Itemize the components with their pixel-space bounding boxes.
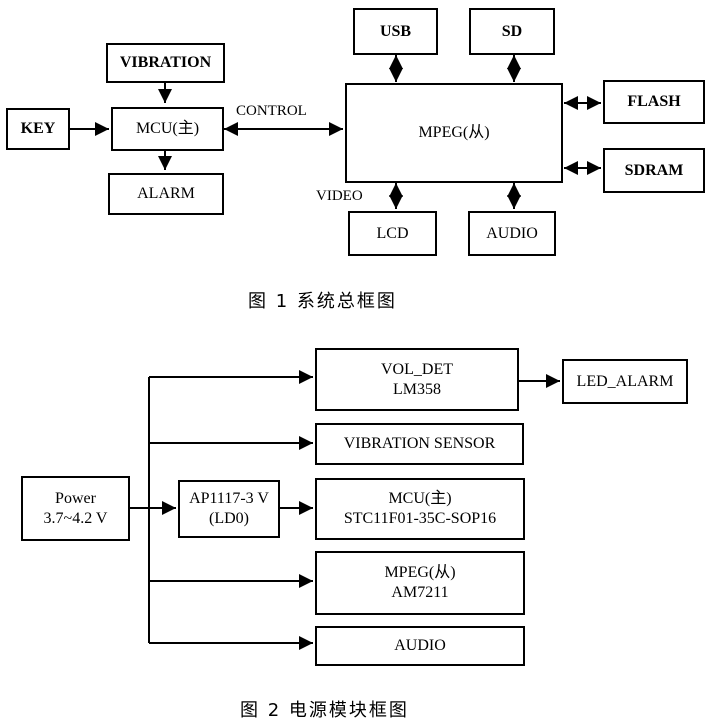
vibration-sensor-label: VIBRATION SENSOR [343, 435, 496, 452]
key-label: KEY [20, 120, 56, 137]
ldo-label-line2: (LD0) [209, 510, 249, 527]
led-alarm-block: LED_ALARM [562, 359, 688, 404]
mcu-label: MCU(主) [135, 120, 200, 137]
sd-block: SD [469, 8, 555, 55]
sd-label: SD [501, 22, 523, 40]
vibration-sensor-block: VIBRATION SENSOR [315, 423, 524, 465]
usb-block: USB [353, 8, 438, 55]
mpeg-label-line1: MPEG(从) [384, 564, 456, 581]
mpeg-block-fig2: MPEG(从) AM7211 [315, 551, 525, 615]
vibration-label: VIBRATION [119, 54, 212, 71]
mpeg-label: MPEG(从) [418, 124, 490, 141]
power-label-line1: Power [55, 489, 96, 507]
sdram-block: SDRAM [603, 148, 705, 193]
lcd-label: LCD [376, 224, 409, 242]
voldet-label-line2: LM358 [393, 380, 441, 398]
audio-label-fig1: AUDIO [486, 224, 538, 242]
mcu-block-fig2: MCU(主) STC11F01-35C-SOP16 [315, 478, 525, 540]
control-label: CONTROL [236, 103, 307, 119]
audio-block-fig1: AUDIO [468, 211, 556, 256]
alarm-label: ALARM [137, 185, 195, 202]
sdram-label: SDRAM [624, 161, 684, 179]
mcu-label-line2: STC11F01-35C-SOP16 [343, 510, 497, 527]
ldo-block: AP1117-3 V (LD0) [178, 480, 280, 538]
audio-label-fig2: AUDIO [394, 637, 446, 654]
mpeg-block: MPEG(从) [345, 83, 563, 183]
voldet-block: VOL_DET LM358 [315, 348, 519, 411]
mcu-label-line1: MCU(主) [388, 490, 452, 507]
lcd-block: LCD [348, 211, 437, 256]
power-label-line2: 3.7~4.2 V [43, 509, 108, 527]
video-label: VIDEO [316, 188, 363, 204]
vibration-block: VIBRATION [106, 43, 225, 83]
voldet-label-line1: VOL_DET [381, 360, 453, 378]
flash-block: FLASH [603, 80, 705, 124]
power-block: Power 3.7~4.2 V [21, 476, 130, 541]
led-alarm-label: LED_ALARM [576, 372, 674, 390]
usb-label: USB [379, 22, 412, 40]
mcu-block: MCU(主) [111, 107, 224, 151]
ldo-label-line1: AP1117-3 V [189, 490, 269, 507]
flash-label: FLASH [627, 93, 681, 110]
mpeg-label-line2: AM7211 [391, 584, 449, 601]
audio-block-fig2: AUDIO [315, 626, 525, 666]
figure2-caption: 图 2 电源模块框图 [240, 700, 409, 721]
figure1-caption: 图 1 系统总框图 [248, 291, 397, 312]
alarm-block: ALARM [108, 173, 224, 215]
key-block: KEY [6, 108, 70, 150]
